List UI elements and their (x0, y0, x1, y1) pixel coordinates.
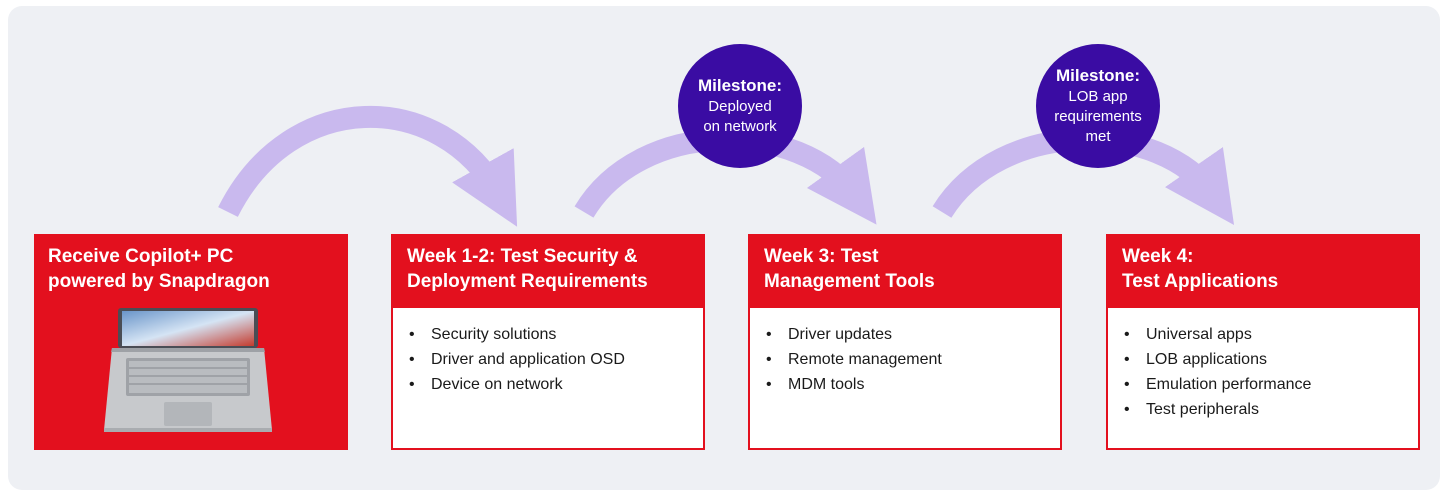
step-title-line: Deployment Requirements (407, 271, 648, 292)
list-item: Test peripherals (1122, 397, 1406, 422)
milestone-line: Deployed (708, 98, 772, 115)
list-item: Security solutions (407, 322, 691, 347)
start-card-title: Receive Copilot+ PC powered by Snapdrago… (34, 234, 348, 294)
step-card-week3: Week 3: Test Management Tools Driver upd… (748, 234, 1062, 450)
start-card: Receive Copilot+ PC powered by Snapdrago… (34, 234, 348, 450)
list-item: LOB applications (1122, 347, 1406, 372)
step-item-list: Universal apps LOB applications Emulatio… (1108, 308, 1418, 422)
milestone-line: on network (703, 118, 777, 135)
milestone-line: requirements (1054, 108, 1142, 125)
laptop-image (104, 308, 272, 432)
milestone-title: Milestone: (1055, 66, 1141, 85)
step-title-line: Management Tools (764, 271, 935, 292)
list-item: Universal apps (1122, 322, 1406, 347)
step-card-week4: Week 4: Test Applications Universal apps… (1106, 234, 1420, 450)
milestone-line: LOB app (1068, 88, 1128, 105)
step-title-line: Week 3: Test (764, 246, 879, 267)
step-item-list: Driver updates Remote management MDM too… (750, 308, 1060, 397)
list-item: Driver and application OSD (407, 347, 691, 372)
list-item: MDM tools (764, 372, 1048, 397)
step-card-title: Week 3: Test Management Tools (750, 236, 1060, 308)
list-item: Driver updates (764, 322, 1048, 347)
arrow-start-to-week1 (218, 105, 518, 227)
list-item: Emulation performance (1122, 372, 1406, 397)
step-title-line: Week 4: (1122, 246, 1194, 267)
milestone-lob-app: Milestone: LOB app requirements met (1036, 44, 1160, 168)
start-title-line: Receive Copilot+ PC (48, 246, 234, 267)
step-item-list: Security solutions Driver and applicatio… (393, 308, 703, 397)
step-title-line: Week 1-2: Test Security & (407, 246, 638, 267)
step-card-title: Week 1-2: Test Security & Deployment Req… (393, 236, 703, 308)
step-card-title: Week 4: Test Applications (1108, 236, 1418, 308)
step-card-week1-2: Week 1-2: Test Security & Deployment Req… (391, 234, 705, 450)
milestone-line: met (1085, 128, 1111, 145)
list-item: Device on network (407, 372, 691, 397)
list-item: Remote management (764, 347, 1048, 372)
milestone-deployed: Milestone: Deployed on network (678, 44, 802, 168)
milestone-title: Milestone: (697, 76, 783, 95)
start-title-line: powered by Snapdragon (48, 271, 270, 292)
step-title-line: Test Applications (1122, 271, 1279, 292)
